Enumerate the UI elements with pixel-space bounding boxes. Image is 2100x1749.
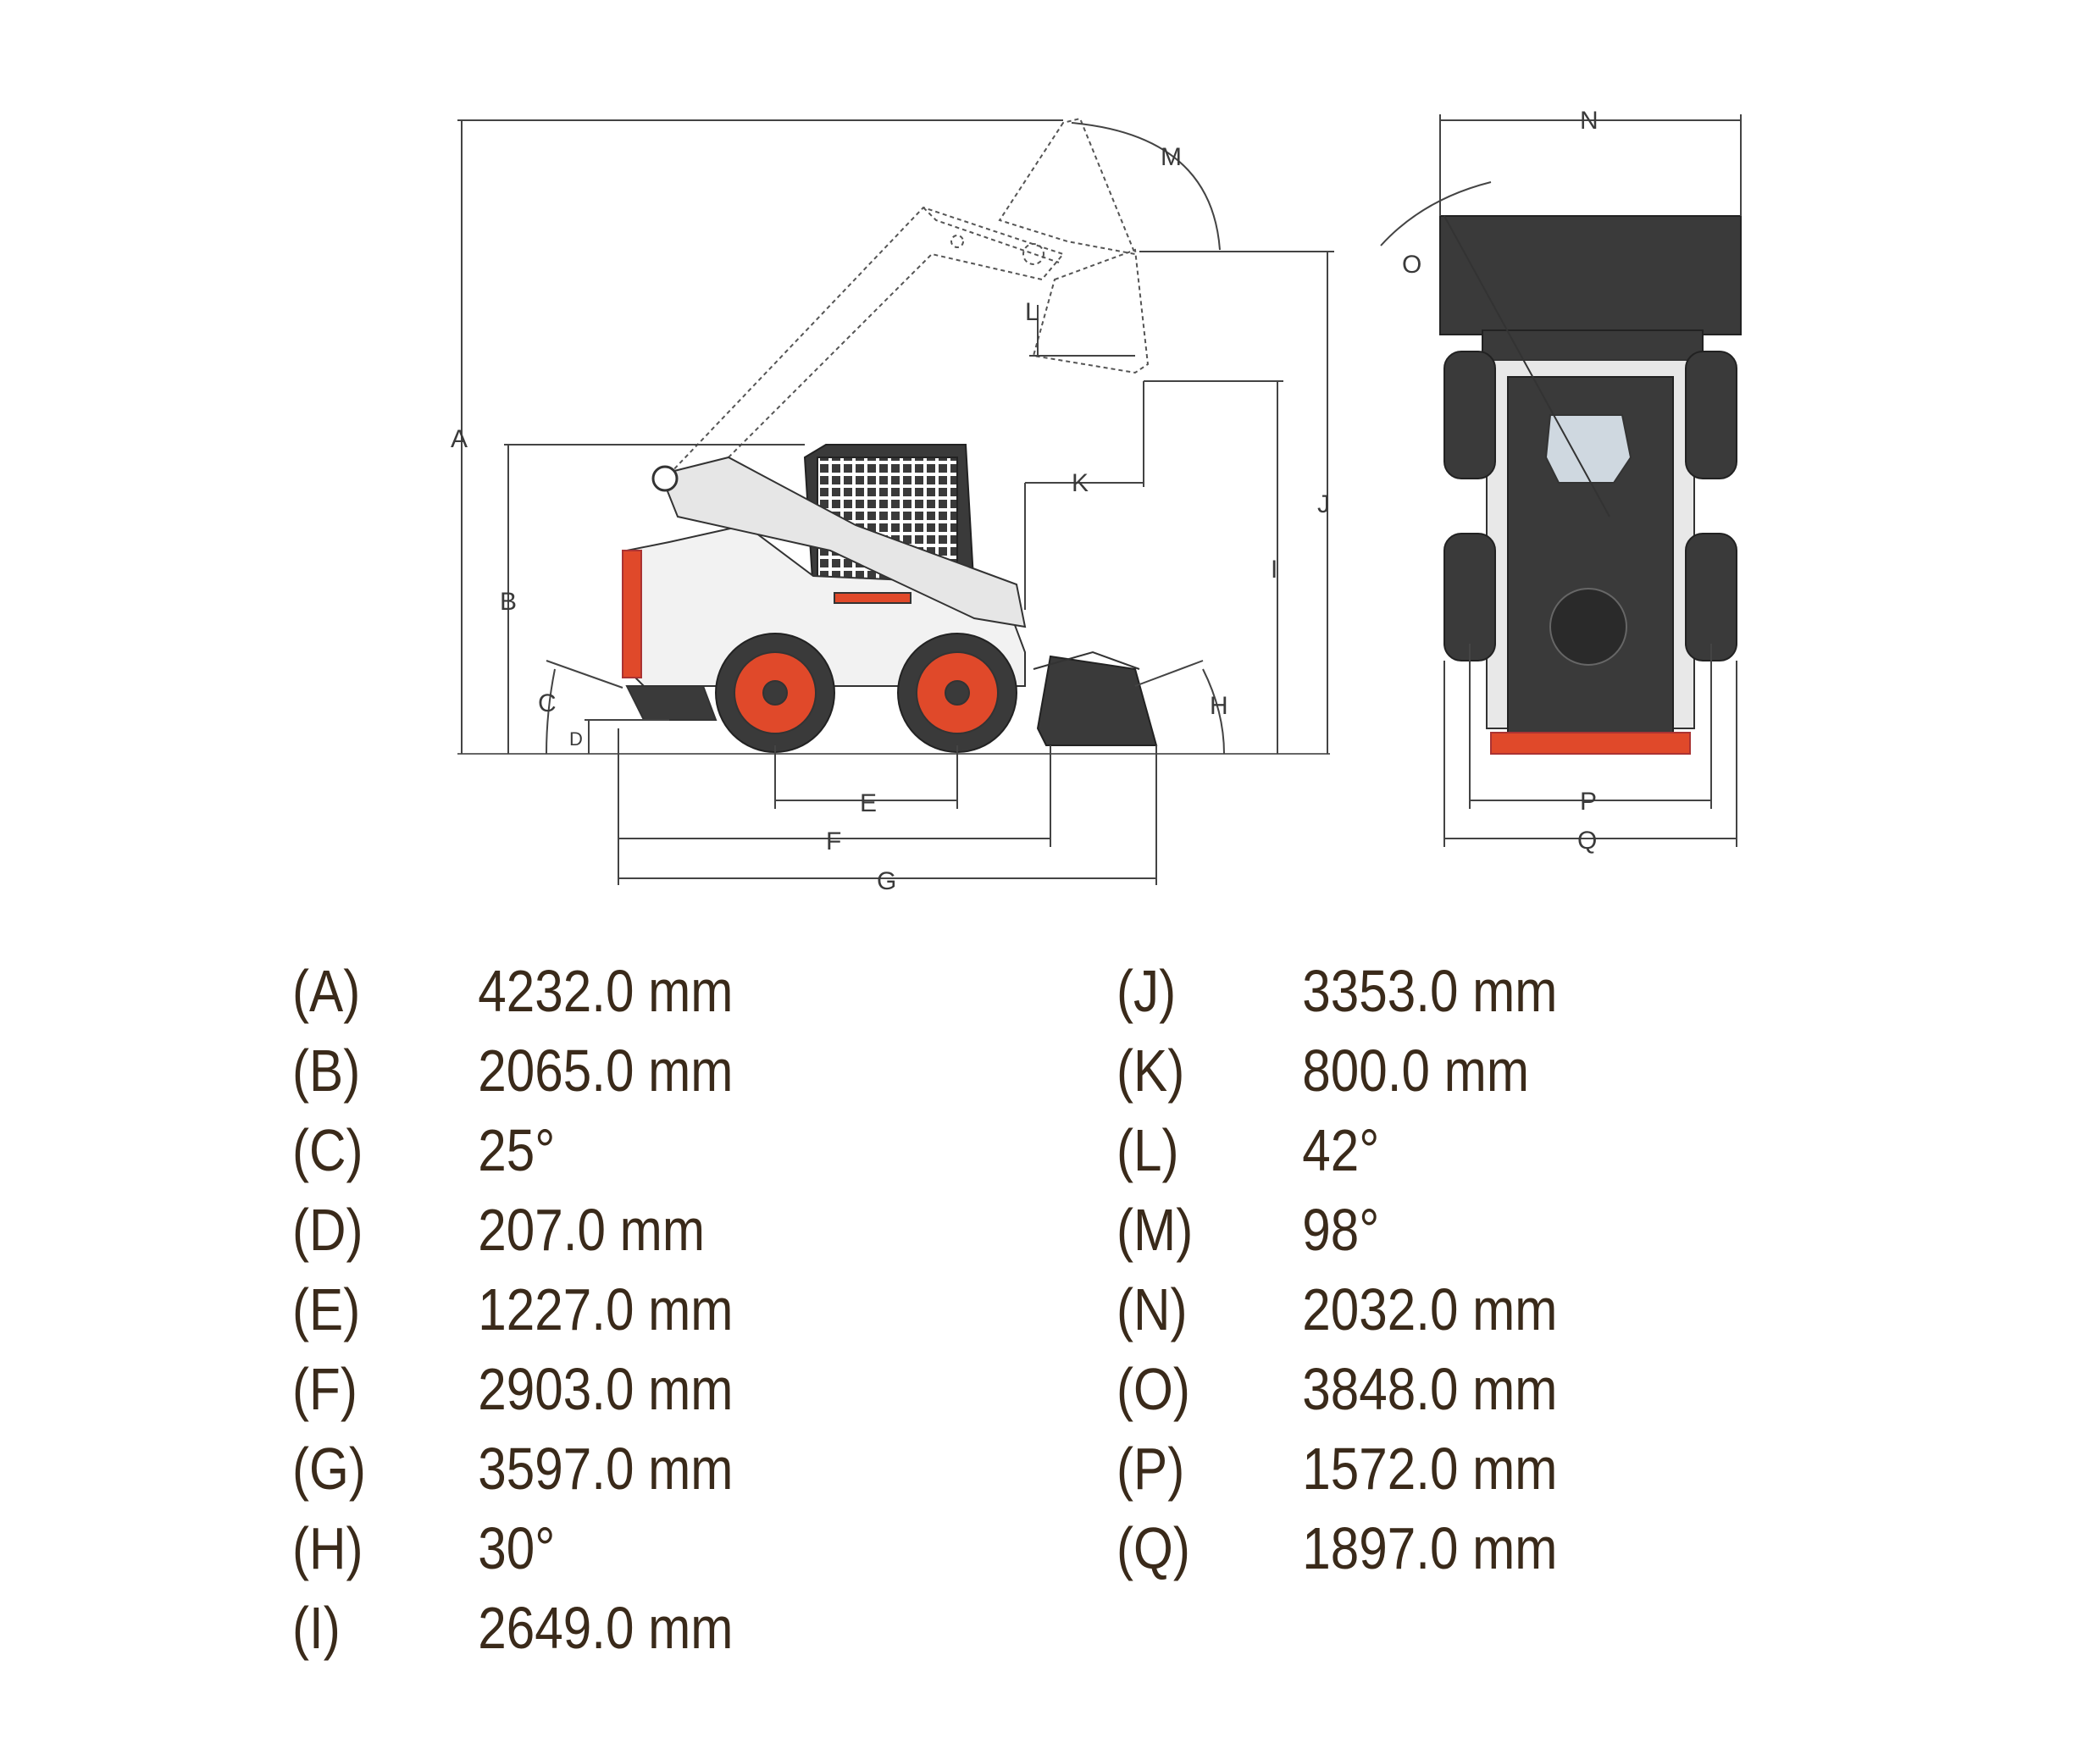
dim-label-k: K xyxy=(1072,469,1089,497)
spec-value: 1227.0 mm xyxy=(478,1276,734,1342)
spec-code: (E) xyxy=(292,1276,361,1342)
spec-code: (A) xyxy=(292,958,361,1024)
spec-table: (A) 4232.0 mm (B) 2065.0 mm (C) 25° (D) … xyxy=(0,957,2100,1719)
spec-value: 30° xyxy=(478,1515,556,1581)
spec-value: 207.0 mm xyxy=(478,1197,705,1263)
top-rear-counterweight xyxy=(1490,732,1691,755)
diagram-svg: A B C D E F G H I J K L M xyxy=(451,107,1742,895)
dim-label-f: F xyxy=(826,827,841,855)
spec-value: 1572.0 mm xyxy=(1302,1436,1558,1502)
spec-code: (D) xyxy=(292,1197,363,1263)
spec-value: 1897.0 mm xyxy=(1302,1515,1558,1581)
side-view-labels: A B C D E F G H I J K L M xyxy=(451,143,1330,895)
dim-label-c: C xyxy=(538,689,557,717)
spec-code: (N) xyxy=(1116,1276,1188,1342)
dim-label-n: N xyxy=(1580,107,1599,135)
side-view: A B C D E F G H I J K L M xyxy=(451,117,1334,895)
dim-label-p: P xyxy=(1580,788,1597,816)
spec-code: (J) xyxy=(1116,958,1177,1024)
spec-code: (G) xyxy=(292,1436,366,1502)
top-bucket xyxy=(1439,215,1742,335)
spec-code: (L) xyxy=(1116,1117,1179,1183)
dim-label-g: G xyxy=(877,867,896,895)
spec-value: 2649.0 mm xyxy=(478,1595,734,1661)
spec-code: (B) xyxy=(292,1038,361,1104)
raised-lift-arm xyxy=(668,117,1150,493)
spec-value: 3597.0 mm xyxy=(478,1436,734,1502)
spec-code: (K) xyxy=(1116,1038,1185,1104)
spec-value: 42° xyxy=(1302,1117,1380,1183)
dim-label-l: L xyxy=(1025,298,1039,326)
spec-code: (I) xyxy=(292,1595,341,1661)
spec-code: (C) xyxy=(292,1117,363,1183)
dim-label-m: M xyxy=(1161,143,1182,171)
dim-label-e: E xyxy=(860,789,877,817)
rear-wheel xyxy=(897,633,1017,753)
spec-value: 4232.0 mm xyxy=(478,958,734,1024)
dim-label-j: J xyxy=(1317,490,1330,518)
dim-label-h: H xyxy=(1210,692,1228,720)
top-view: N O P Q xyxy=(1380,107,1742,855)
dim-label-a: A xyxy=(451,425,468,453)
spec-code: (Q) xyxy=(1116,1515,1190,1581)
spec-code: (P) xyxy=(1116,1436,1185,1502)
spec-code: (H) xyxy=(292,1515,363,1581)
spec-code: (O) xyxy=(1116,1356,1190,1422)
spec-value: 2903.0 mm xyxy=(478,1356,734,1422)
spec-value: 3353.0 mm xyxy=(1302,958,1558,1024)
spec-value: 25° xyxy=(478,1117,556,1183)
dim-label-i: I xyxy=(1271,556,1277,584)
dim-label-d: D xyxy=(569,728,583,750)
dimension-lines xyxy=(457,119,1334,885)
spec-code: (F) xyxy=(292,1356,357,1422)
spec-value: 2032.0 mm xyxy=(1302,1276,1558,1342)
spec-value: 98° xyxy=(1302,1197,1380,1263)
top-view-labels: N O P Q xyxy=(1402,107,1599,855)
spec-code: (M) xyxy=(1116,1197,1194,1263)
bucket-lowered xyxy=(1033,650,1158,746)
machine-dimension-diagram: A B C D E F G H I J K L M xyxy=(451,107,1742,895)
dim-label-q: Q xyxy=(1577,827,1597,855)
dim-label-o: O xyxy=(1402,251,1421,279)
dim-label-b: B xyxy=(500,588,517,616)
top-dimension-lines xyxy=(1380,114,1742,847)
spec-value: 2065.0 mm xyxy=(478,1038,734,1104)
front-wheel xyxy=(715,633,835,753)
spec-value: 800.0 mm xyxy=(1302,1038,1529,1104)
spec-value: 3848.0 mm xyxy=(1302,1356,1558,1422)
